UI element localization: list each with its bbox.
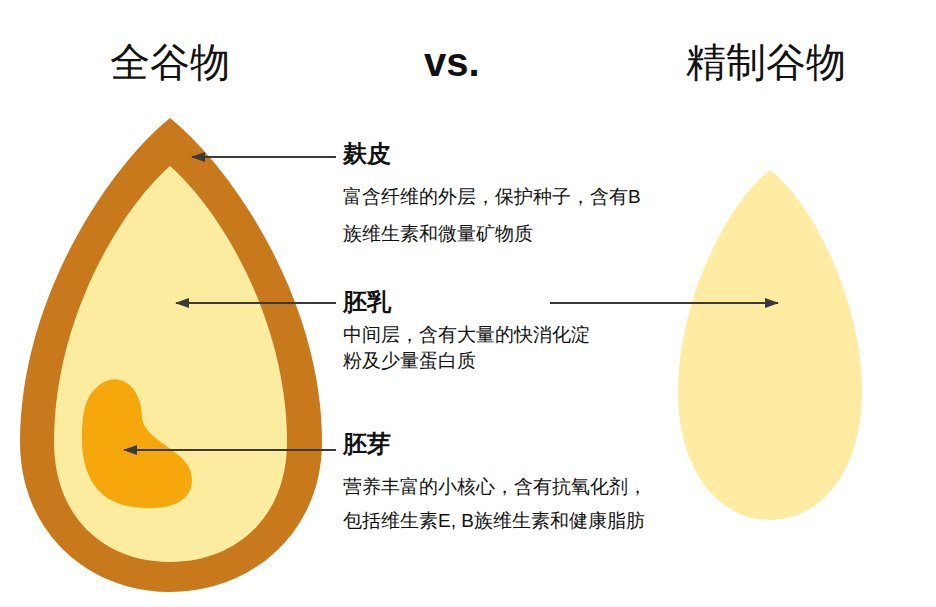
endosperm	[54, 166, 287, 562]
column-title: 精制谷物	[686, 38, 886, 86]
column-title: 全谷物	[110, 38, 270, 86]
part-note: 营养丰富的小核心，含有抗氧化剂，包括维生素E, B族维生素和健康脂肪	[343, 470, 656, 538]
leader-arrow	[176, 302, 336, 304]
leader-arrow	[550, 302, 778, 304]
germ	[82, 379, 192, 508]
part-name: 胚芽	[343, 428, 463, 459]
refined-endosperm	[678, 170, 862, 520]
leader-arrow	[124, 449, 336, 451]
part-note: 富含纤维的外层，保护种子，含有B族维生素和微量矿物质	[343, 178, 649, 252]
part-name: 麸皮	[343, 138, 463, 169]
versus-mark: vs.	[424, 38, 514, 86]
leader-arrow	[192, 156, 336, 158]
bran-layer	[20, 118, 322, 592]
part-name: 胚乳	[343, 286, 463, 317]
part-note: 中间层，含有大量的快消化淀粉及少量蛋白质	[343, 322, 599, 373]
